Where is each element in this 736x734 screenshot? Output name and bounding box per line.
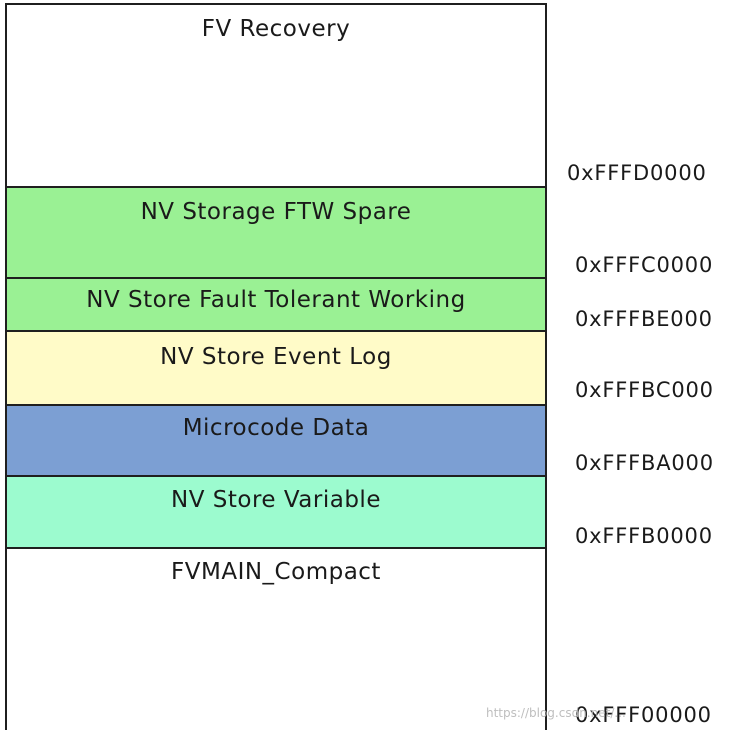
region-microcode-data: Microcode Data [7, 406, 545, 477]
region-label: NV Storage FTW Spare [140, 199, 412, 225]
region-nv-store-event-log: NV Store Event Log [7, 332, 545, 406]
region-label: Microcode Data [182, 415, 370, 441]
region-label: NV Store Variable [171, 487, 381, 513]
watermark: https://blog.csdn.net/... [486, 706, 626, 720]
region-nv-store-fault-tolerant-working: NV Store Fault Tolerant Working [7, 279, 545, 332]
address-label: 0xFFFBE000 [575, 307, 713, 331]
region-label: FVMAIN_Compact [171, 559, 381, 585]
region-nv-storage-ftw-spare: NV Storage FTW Spare [7, 188, 545, 279]
address-label: 0xFFFC0000 [575, 253, 714, 277]
address-label: 0xFFFB0000 [575, 524, 713, 548]
address-label: 0xFFFBA000 [575, 451, 714, 475]
region-label: NV Store Fault Tolerant Working [86, 287, 466, 313]
address-label: 0xFFFBC000 [575, 378, 714, 402]
region-fvmain-compact: FVMAIN_Compact [7, 549, 545, 732]
region-nv-store-variable: NV Store Variable [7, 477, 545, 549]
address-label: 0xFFF00000 [575, 703, 712, 727]
address-label: 0xFFFD0000 [567, 161, 707, 185]
region-label: NV Store Event Log [160, 344, 392, 370]
region-fv-recovery: FV Recovery [7, 5, 545, 188]
flash-memory-map: FV Recovery NV Storage FTW Spare NV Stor… [5, 3, 547, 732]
region-label: FV Recovery [201, 16, 351, 42]
